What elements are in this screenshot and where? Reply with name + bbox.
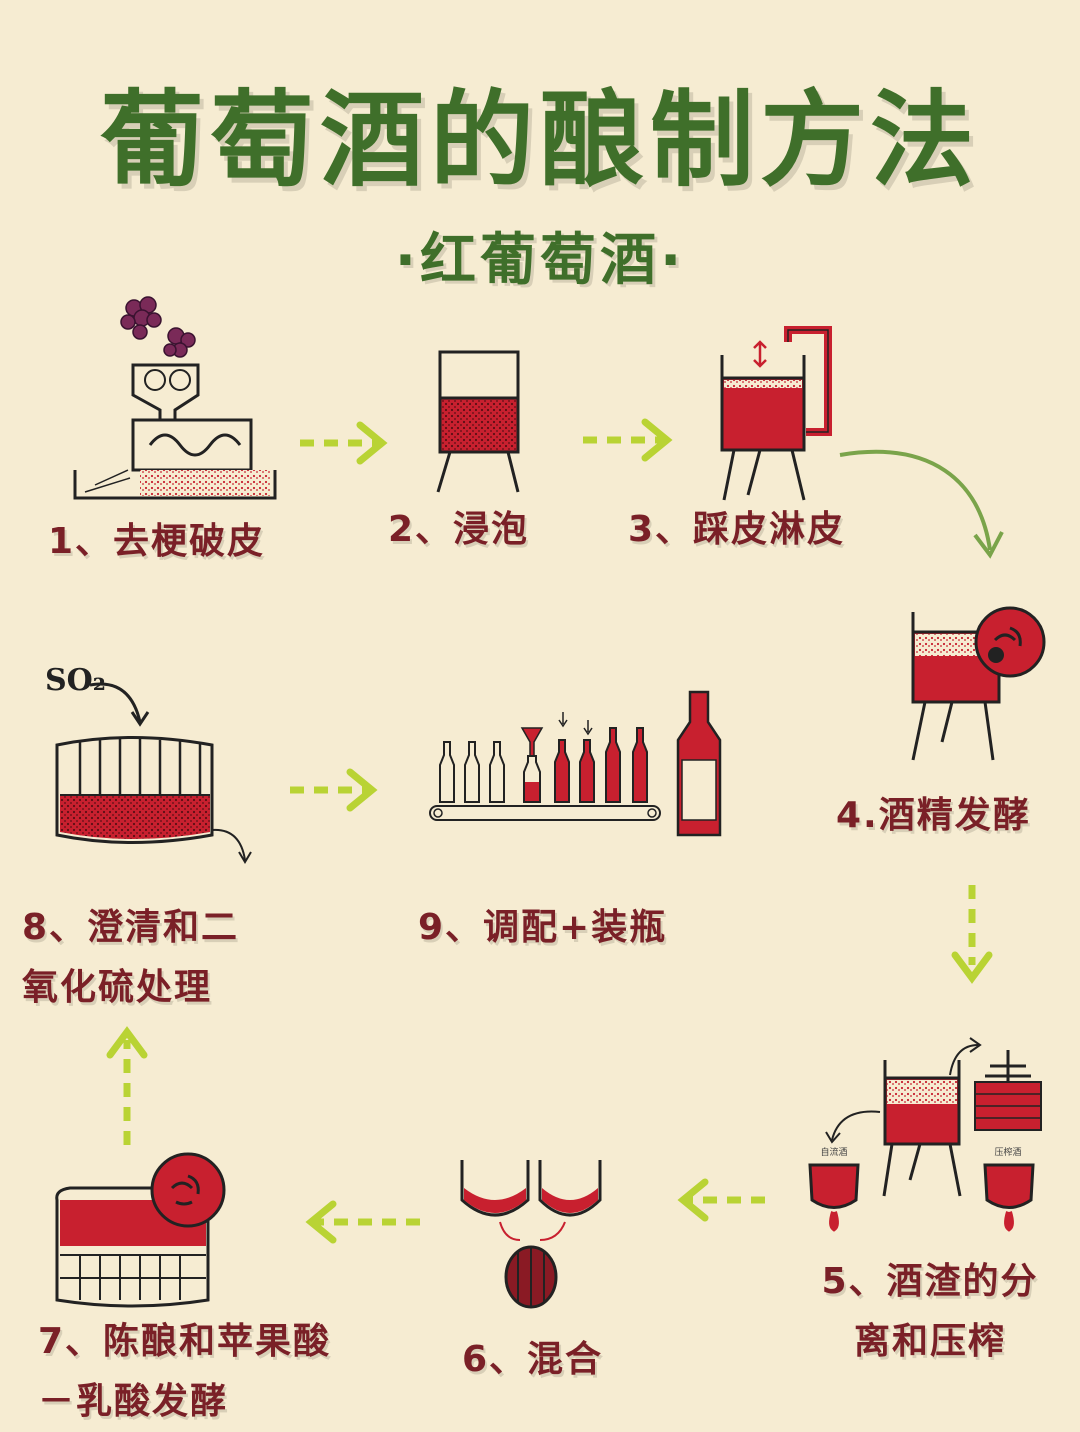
arrow-8-to-9: [290, 768, 378, 812]
arrow-3-to-4-head: [973, 531, 1004, 559]
step2-tank-illustration: [436, 350, 520, 493]
step-6-label: 6、混合: [462, 1339, 604, 1380]
page-subtitle: ·红葡萄酒·: [394, 228, 686, 293]
page-title: 葡萄酒的酿制方法: [99, 79, 980, 201]
step-3-label: 3、踩皮淋皮: [628, 509, 846, 550]
arrow-4-to-5: [951, 885, 993, 984]
arrow-5-to-6: [677, 1178, 765, 1222]
step-4-label: 4.酒精发酵: [836, 795, 1031, 836]
step-5-label: 5、酒渣的分 离和压榨: [821, 1261, 1039, 1362]
step3-pumpover-illustration: [720, 326, 832, 501]
arrow-6-to-7: [305, 1200, 420, 1244]
press-wine-label: 压榨酒: [994, 1146, 1021, 1158]
step-8-label: 8、澄清和二 氧化硫处理: [22, 907, 240, 1008]
step1-destemmer-illustration: [73, 296, 277, 500]
arrow-3-to-4: [839, 449, 992, 551]
step4-fermentation-illustration: [911, 606, 1046, 761]
arrow-1-to-2: [300, 421, 388, 465]
step9-bottling-illustration: [429, 690, 722, 837]
so2-label: SO₂: [45, 663, 106, 698]
step-1-label: 1、去梗破皮: [48, 521, 266, 562]
step-9-label: 9、调配+装瓶: [418, 907, 668, 948]
free-run-wine-label: 自流酒: [820, 1146, 847, 1158]
step6-blending-illustration: [460, 1160, 602, 1309]
step-2-label: 2、浸泡: [388, 509, 530, 550]
arrow-2-to-3: [583, 418, 673, 462]
step7-aging-illustration: [55, 1152, 226, 1308]
arrow-7-to-8: [106, 1026, 148, 1145]
step-7-label: 7、陈酿和苹果酸 －乳酸发酵: [38, 1321, 332, 1422]
step8-clarification-illustration: SO₂: [45, 663, 252, 864]
step5-press-illustration: [808, 1037, 1042, 1232]
